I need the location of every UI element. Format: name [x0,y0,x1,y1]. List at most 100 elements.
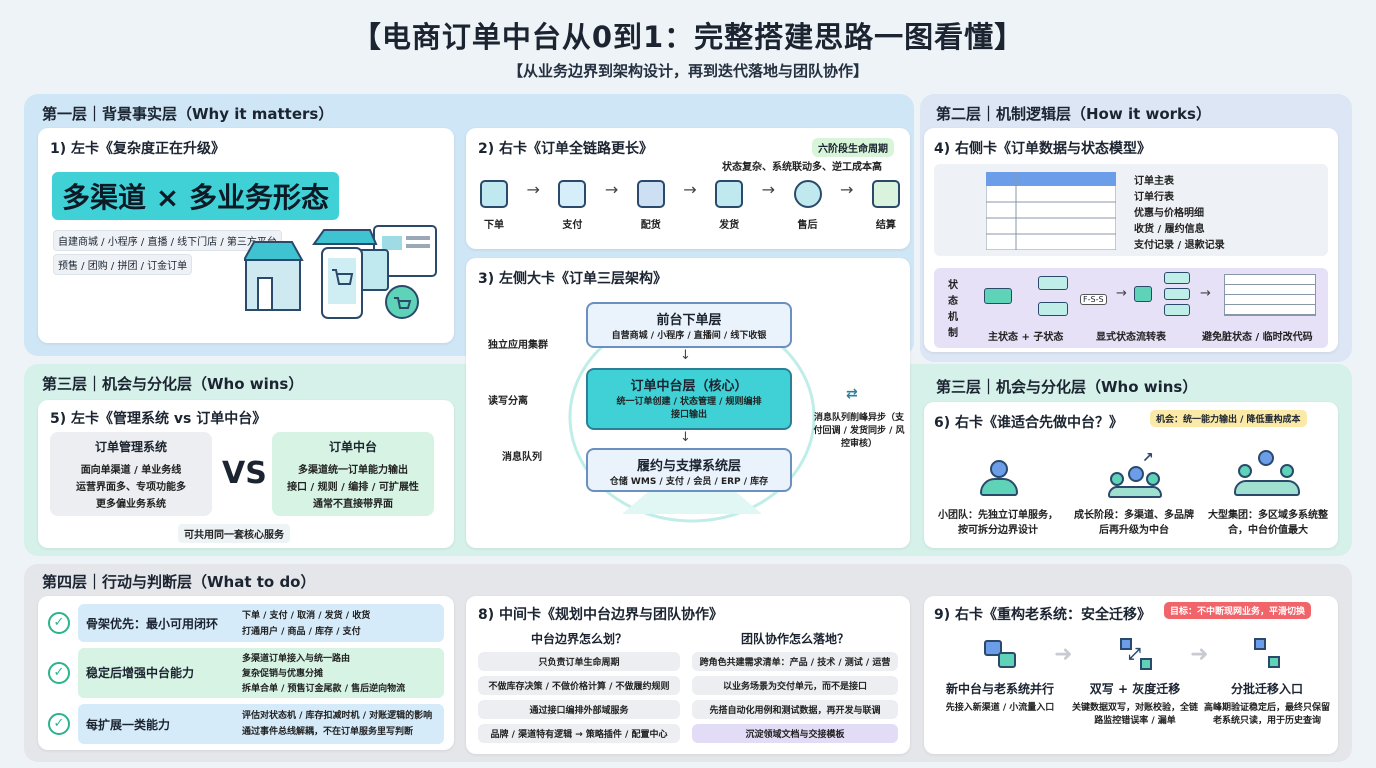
warehouse-icon [636,180,665,208]
front-layer: 前台下单层 自营商城 / 小程序 / 直播间 / 线下收银 [586,302,792,348]
fit-enterprise: 大型集团：多区域多系统整合，中台价值最大 [1208,510,1328,536]
page-title: 【电商订单中台从0到1：完整搭建思路一图看懂】 [351,20,1025,54]
oms-box: 订单管理系统 面向单渠道 / 单业务线 运营界面多、专项功能多 更多偏业务系统 [50,432,212,516]
field-delivery: 收货 / 履约信息 [1134,224,1205,235]
label-async: 消息队列削峰异步（支付回调 / 发货同步 / 风控审核） [813,413,905,449]
small-team-icon [976,460,1022,498]
check-icon: ✓ [48,612,70,634]
state-tag: F-S-S [1080,294,1107,305]
arrow-icon: → [839,180,854,199]
field-discount: 优惠与价格明细 [1134,208,1204,219]
card6-title: 6) 右卡《谁适合先做中台？》 [934,415,1124,431]
team-question: 团队协作怎么落地？ [740,632,849,646]
roadmap-row-1: 骨架优先：最小可用闭环 下单 / 支付 / 取消 / 发货 / 收货 打通用户 … [78,604,444,642]
state-caption-3: 避免脏状态 / 临时改代码 [1202,332,1313,343]
card4-title: 4) 右侧卡《订单数据与状态模型》 [934,141,1152,157]
card-migration: 9) 右卡《重构老系统：安全迁移》 目标：不中断现网业务，平滑切换 ➜ ⤢ ➜ … [924,596,1338,754]
layer4-title: 第四层｜行动与判断层（What to do） [42,573,316,591]
down-arrow-icon: ↓ [680,348,691,363]
card2-note: 状态复杂、系统联动多、逆工成本高 [722,162,882,173]
card-who-fits: 6) 右卡《谁适合先做中台？》 机会：统一能力输出 / 降低重构成本 ↗ 小团队… [924,402,1338,548]
fit-small-team: 小团队：先独立订单服务，按可拆分边界设计 [938,510,1058,536]
card2-badge: 六阶段生命周期 [812,138,894,157]
state-machine-diagram: 状态机制 F-S-S → → 主状态 + 子状态 显式状态流转表 避免脏状态 /… [934,268,1328,348]
truck-icon [715,180,744,208]
growth-icon: ↗ [1106,450,1162,500]
enterprise-icon [1234,450,1302,500]
state-node [1038,302,1068,316]
card-architecture: 3) 左侧大卡《订单三层架构》 前台下单层 自营商城 / 小程序 / 直播间 /… [466,258,910,548]
boundary-item: 只负责订单生命周期 [478,652,680,671]
state-node [1038,276,1068,290]
step-service: 售后 [793,180,822,231]
layer3-title-left: 第三层｜机会与分化层（Who wins） [42,375,304,393]
middle-platform-box: 订单中台 多渠道统一订单能力输出 接口 / 规则 / 编排 / 可扩展性 通常不… [272,432,434,516]
step-ship: 发货 [715,180,744,231]
card-complexity: 1) 左卡《复杂度正在升级》 多渠道 × 多业务形态 自建商城 / 小程序 / … [38,128,454,343]
card6-badge: 机会：统一能力输出 / 降低重构成本 [1150,410,1307,427]
field-payment: 支付记录 / 退款记录 [1134,240,1225,251]
roadmap-row-3: 每扩展一类能力 评估对状态机 / 库存扣减时机 / 对账逻辑的影响 通过事件总线… [78,704,444,744]
boundary-question: 中台边界怎么划？ [530,632,627,646]
flow-table-icon [1224,274,1316,316]
right-arrow-icon: ➜ [1190,642,1209,667]
down-arrow-icon: ↓ [680,430,691,445]
arrow-icon: → [1116,286,1127,301]
card2-title: 2) 右卡《订单全链路更长》 [478,141,654,157]
page-subtitle: 【从业务边界到架构设计，再到迭代落地与团队协作】 [507,62,868,80]
parallel-icon [984,640,1018,670]
card-boundary-team: 8) 中间卡《规划中台边界与团队协作》 中台边界怎么划？ 团队协作怎么落地？ 只… [466,596,910,754]
state-caption-1: 主状态 + 子状态 [988,332,1064,343]
card-chain: 2) 右卡《订单全链路更长》 六阶段生命周期 状态复杂、系统联动多、逆工成本高 … [466,128,910,249]
store-icon [244,225,437,319]
arrow-icon: → [526,180,540,199]
shared-service-note: 可共用同一套核心服务 [178,524,290,543]
label-mq: 消息队列 [502,452,542,463]
step3-desc: 高峰期验证稳定后，最终只保留老系统只读，用于历史查询 [1203,703,1330,726]
step1-desc: 先接入新渠道 / 小流量入口 [945,703,1055,713]
boundary-item: 通过接口编排外部域服务 [478,700,680,719]
dual-write-icon: ⤢ [1120,638,1154,672]
headset-icon [793,180,822,208]
check-icon: ✓ [48,713,70,735]
batch-migrate-icon [1254,638,1284,672]
swap-icon: ⇄ [846,386,858,402]
layer1-title: 第一层｜背景事实层（Why it matters） [42,105,334,123]
boundary-item: 品牌 / 渠道特有逻辑 → 策略插件 / 配置中心 [478,724,680,743]
document-icon [480,180,508,208]
step-settle: 结算 [871,180,900,231]
table-diagram: 订单主表 订单行表 优惠与价格明细 收货 / 履约信息 支付记录 / 退款记录 [934,164,1328,256]
step1-title: 新中台与老系统并行 [945,682,1054,696]
card9-badge: 目标：不中断现网业务，平滑切换 [1164,602,1312,619]
roadmap-row-2: 稳定后增强中台能力 多渠道订单接入与统一路由 复杂促销与优惠分摊 拆单合单 / … [78,648,444,698]
vs-label: VS [222,456,267,491]
state-node [1164,304,1190,316]
card-data-model: 4) 右侧卡《订单数据与状态模型》 订单主表 订单行表 优惠与价格明细 收货 /… [924,128,1338,352]
step3-title: 分批迁移入口 [1230,682,1303,696]
team-item: 以业务场景为交付单元，而不是接口 [692,676,898,695]
receipt-icon [871,180,900,208]
card-roadmap: 骨架优先：最小可用闭环 下单 / 支付 / 取消 / 发货 / 收货 打通用户 … [38,596,454,750]
arrow-icon: → [683,180,697,199]
step-pick: 配货 [636,180,665,231]
layer3-title-right: 第三层｜机会与分化层（Who wins） [936,378,1198,396]
state-node [1134,286,1152,302]
core-layer: 订单中台层（核心） 统一订单创建 / 状态管理 / 规则编排 接口输出 [586,368,792,430]
card1-title: 1) 左卡《复杂度正在升级》 [50,141,226,157]
step-pay: 支付 [558,180,587,231]
table-icon [986,172,1116,250]
card-icon [558,180,587,208]
step-order: 下单 [480,180,508,231]
card2-flow: 下单 → 支付 → 配货 → 发货 → 售后 → 结算 [480,180,900,240]
label-rw-split: 读写分离 [488,396,528,407]
label-cluster: 独立应用集群 [488,340,548,351]
step2-title: 双写 + 灰度迁移 [1089,682,1181,696]
card5-title: 5) 左卡《管理系统 vs 订单中台》 [50,411,267,427]
team-item: 沉淀领域文档与交接模板 [692,724,898,743]
arrow-icon: → [761,180,776,199]
state-node [1164,272,1190,284]
card-compare: 5) 左卡《管理系统 vs 订单中台》 订单管理系统 面向单渠道 / 单业务线 … [38,400,454,548]
card8-title: 8) 中间卡《规划中台边界与团队协作》 [478,607,724,623]
arrow-icon: → [604,180,619,199]
card9-title: 9) 右卡《重构老系统：安全迁移》 [934,607,1152,623]
